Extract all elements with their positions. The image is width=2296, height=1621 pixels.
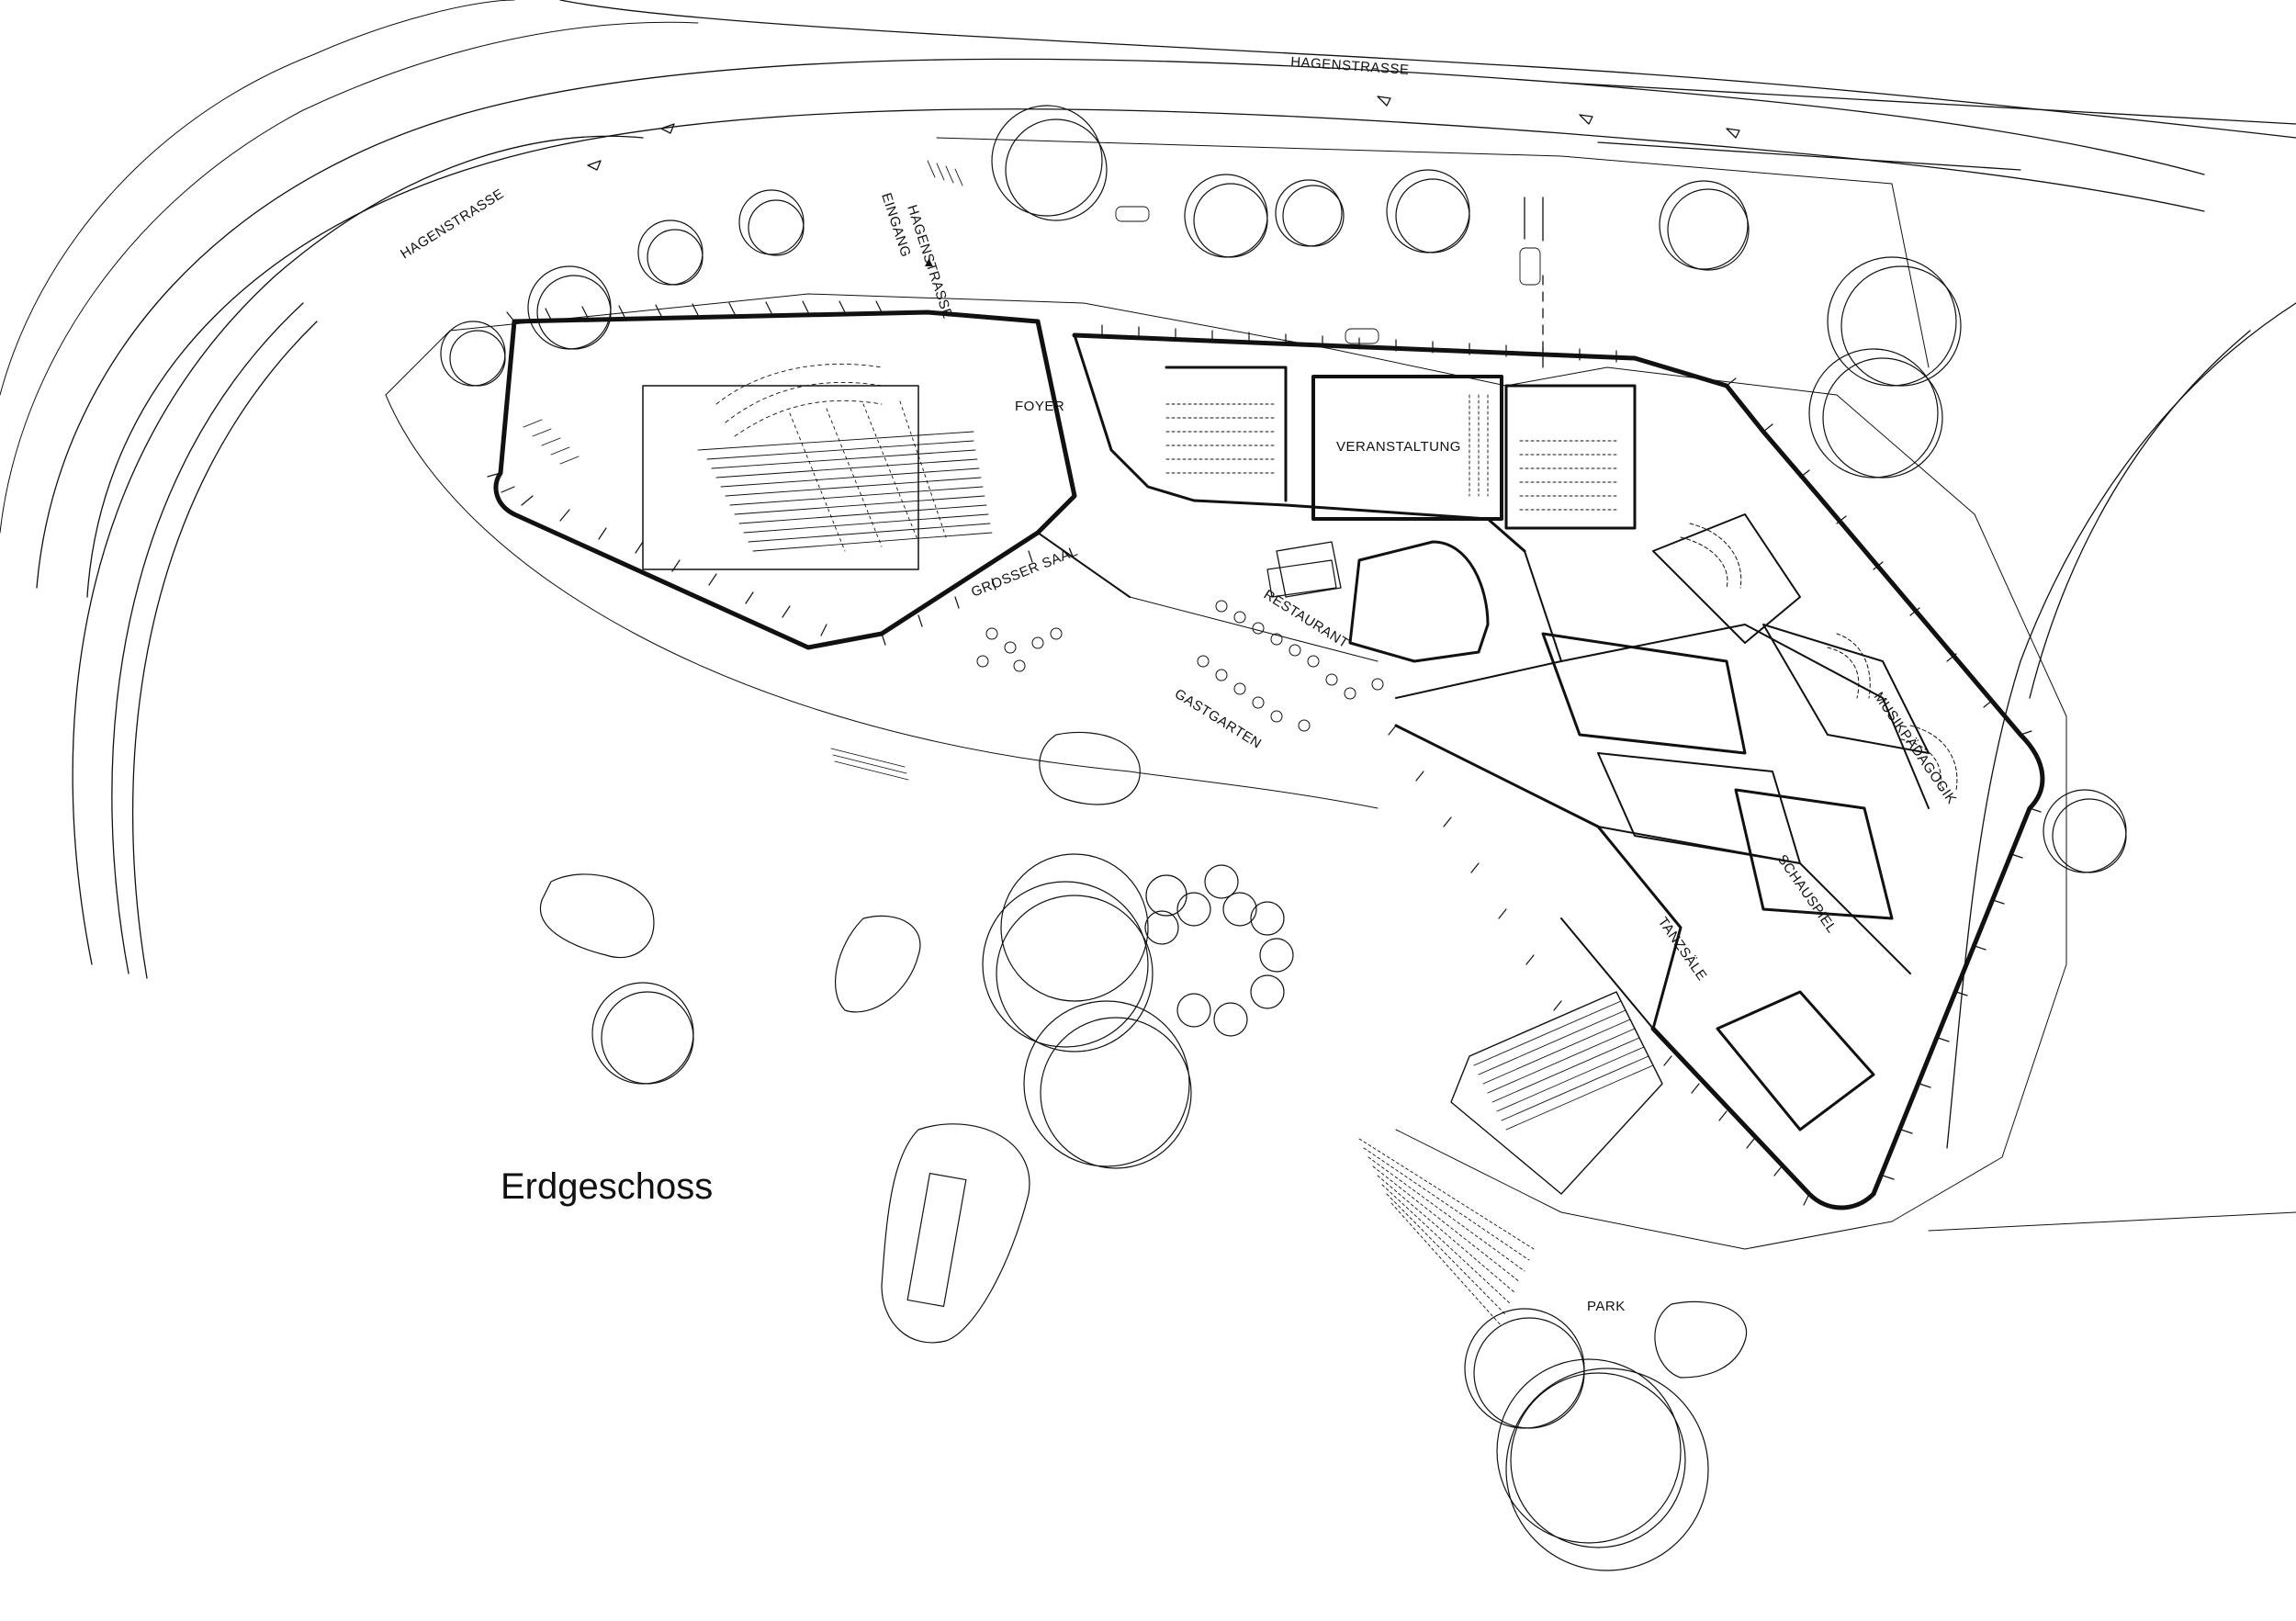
label-tanzsaele: TANZSÄLE (1655, 915, 1710, 985)
gastgarten-tables (976, 600, 1384, 732)
seating-grosser-saal (642, 363, 993, 570)
outdoor-terrace-stairs (830, 748, 1663, 1327)
label-restaurant: RESTAURANT (1261, 587, 1352, 651)
street-hagenstrasse (0, 0, 2296, 1232)
drawing-title: Erdgeschoss (501, 1166, 713, 1207)
seating-musikpaedagogik (1680, 523, 1958, 791)
label-musikpaedagogik: MUSIKPÄDAGOGIK (1871, 690, 1960, 807)
label-hagenstrasse-top: HAGENSTRASSE (1290, 54, 1410, 78)
bicycle-racks (523, 160, 1541, 465)
label-eingang: EINGANG (878, 191, 914, 259)
trees (440, 105, 2127, 1571)
building-outline (493, 310, 2045, 1210)
label-veranstaltung: VERANSTALTUNG (1336, 439, 1461, 455)
label-hagenstrasse-left: HAGENSTRASSE (398, 186, 507, 262)
label-eingang-arrow: ▲ (922, 254, 936, 270)
landscape-islands (539, 559, 1748, 1379)
seating-veranstaltung (1165, 394, 1617, 511)
label-grosser-saal: GROSSER SAAL (969, 544, 1080, 601)
label-gastgarten: GASTGARTEN (1172, 686, 1265, 752)
facade-fins (487, 300, 2042, 1206)
label-eingang-street: HAGENSTRASSE (904, 203, 955, 321)
label-park: PARK (1587, 1299, 1626, 1314)
label-foyer: FOYER (1015, 399, 1064, 414)
site-boundary (385, 137, 2067, 1250)
